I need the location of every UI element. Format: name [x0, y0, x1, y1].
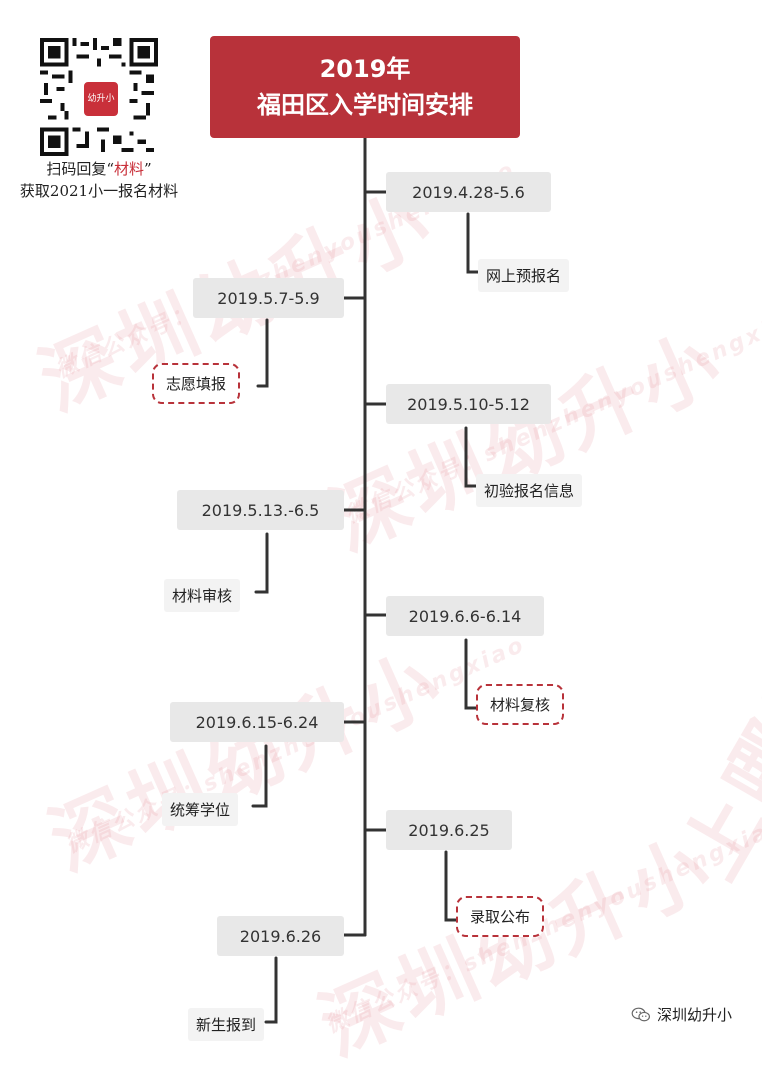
event-label: 志愿填报 — [152, 363, 241, 404]
date-box: 2019.6.6-6.14 — [386, 596, 544, 636]
wechat-icon — [631, 1007, 650, 1021]
timeline-connectors — [251, 136, 480, 1024]
event-label: 材料审核 — [164, 579, 241, 612]
caption-keyword: 材料 — [113, 160, 144, 178]
date-box: 2019.6.26 — [217, 916, 344, 956]
event-label: 初验报名信息 — [476, 474, 583, 507]
title-box: 2019年 福田区入学时间安排 — [210, 36, 520, 138]
title-year: 2019年 — [319, 55, 411, 83]
date-box: 2019.6.25 — [386, 810, 512, 850]
date-box: 2019.5.10-5.12 — [386, 384, 551, 424]
title-main: 福田区入学时间安排 — [257, 91, 473, 119]
qr-logo: 幼升小 — [82, 80, 120, 118]
date-box: 2019.5.13.-6.5 — [177, 490, 344, 530]
event-label: 网上预报名 — [478, 259, 570, 292]
footer-label: 深圳幼升小 — [656, 1006, 732, 1024]
date-box: 2019.4.28-5.6 — [386, 172, 551, 212]
qr-caption: 扫码回复“材料” 获取2021小一报名材料 — [19, 160, 179, 200]
footer-source: 深圳幼升小 — [631, 1004, 732, 1025]
date-box: 2019.5.7-5.9 — [193, 278, 344, 318]
event-label: 统筹学位 — [162, 793, 239, 826]
event-label: 材料复核 — [476, 684, 565, 725]
date-box: 2019.6.15-6.24 — [170, 702, 344, 742]
qr-code: 幼升小 — [40, 38, 158, 156]
event-label: 录取公布 — [456, 896, 545, 937]
event-label: 新生报到 — [188, 1008, 265, 1041]
